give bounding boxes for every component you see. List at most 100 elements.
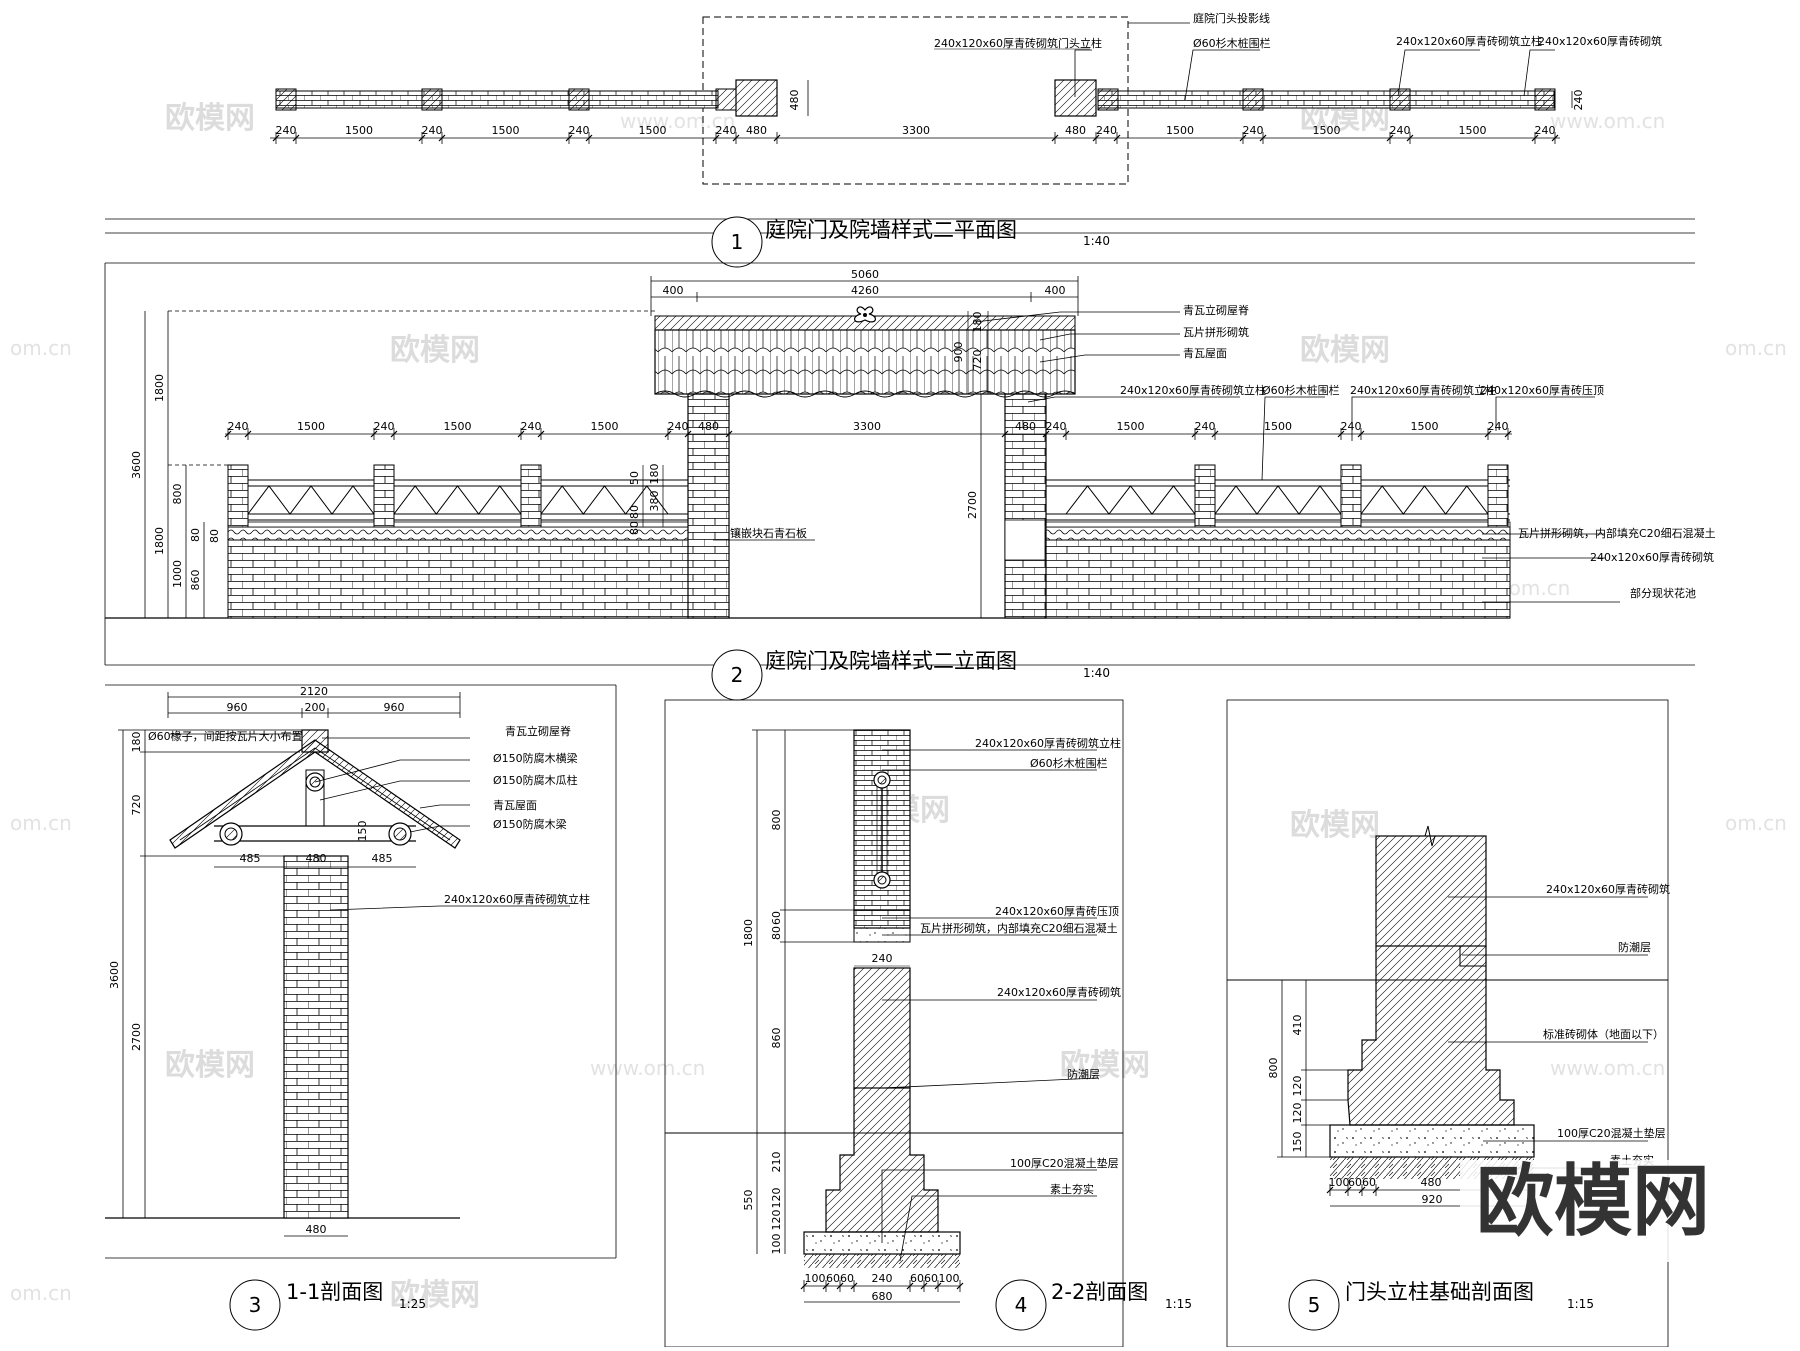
elev-roof — [654, 329, 1076, 395]
sec22-label-concrete-pad: 100厚C20混凝土垫层 — [1010, 1156, 1119, 1170]
sec22-label-brick: 240x120x60厚青砖砌筑 — [997, 985, 1121, 999]
sec22-dim-5: 60 — [924, 1272, 938, 1285]
sec11-dim-150: 150 — [356, 821, 369, 842]
sec5-label-concrete-pad: 100厚C20混凝土垫层 — [1557, 1126, 1666, 1140]
sec11-dim-3600: 3600 — [108, 961, 121, 989]
sec22-label-tile-concrete: 瓦片拼形砌筑，内部填充C20细石混凝土 — [920, 921, 1118, 935]
plan-dim-0: 240 — [276, 124, 297, 137]
plan-label-brick: 240x120x60厚青砖砌筑 — [1538, 34, 1662, 48]
sec5-dim-120b: 120 — [1291, 1103, 1304, 1124]
elev-dim-1000: 1000 — [171, 560, 184, 588]
watermark-6: 欧模网 — [390, 1278, 480, 1313]
elev-label-brick: 240x120x60厚青砖砌筑 — [1590, 550, 1714, 564]
elev-dim-roof-720: 720 — [971, 350, 984, 371]
section-1-1: 2120 960 200 960 485 480 485 480 180 720… — [105, 684, 617, 1331]
sec22-label-soil: 素土夯实 — [1050, 1182, 1094, 1196]
sec22-dim-total: 680 — [872, 1290, 893, 1303]
sec5-view-number: 5 — [1308, 1293, 1321, 1317]
sec11-column — [283, 855, 349, 1219]
sec11-dim-bottom: 480 — [306, 1223, 327, 1236]
plan-label-fence: Ø60杉木桩围栏 — [1193, 36, 1271, 50]
sec22-dim-4: 60 — [910, 1272, 924, 1285]
watermark-3: 欧模网 — [165, 1048, 255, 1083]
elev-dim-15: 1500 — [1411, 420, 1439, 433]
elev-right-base-wall — [1044, 539, 1511, 619]
elev-dim-small-380: 380 — [648, 491, 661, 512]
sec22-dim-2: 60 — [840, 1272, 854, 1285]
watermark-site-0: om.cn — [10, 336, 72, 360]
sec11-label-ridge: 青瓦立砌屋脊 — [505, 724, 571, 738]
elev-dim-12: 240 — [1195, 420, 1216, 433]
ridge-ornament-icon — [854, 306, 876, 323]
elev-posts — [227, 464, 1509, 528]
elev-label-planter: 部分现状花池 — [1630, 586, 1696, 600]
sec22-title: 2-2剖面图 — [1051, 1280, 1148, 1304]
sec22-dim-80: 80 — [770, 926, 783, 940]
elev-scale: 1:40 — [1083, 666, 1110, 680]
watermark-site-1: om.cn — [1725, 336, 1787, 360]
plan-dim-16: 240 — [1535, 124, 1556, 137]
sec11-label-king-post: Ø150防腐木瓜柱 — [493, 773, 578, 787]
sec11-title: 1-1剖面图 — [286, 1280, 383, 1304]
elev-dim-10: 240 — [1046, 420, 1067, 433]
elev-label-roof: 青瓦屋面 — [1183, 347, 1227, 360]
sec11-dim-720: 720 — [130, 795, 143, 816]
sec11-label-roof: 青瓦屋面 — [493, 799, 537, 812]
sec11-dim-480: 480 — [306, 852, 327, 865]
sec11-label-purlin: Ø150防腐木横梁 — [493, 751, 578, 765]
elev-dim-13: 1500 — [1264, 420, 1292, 433]
sec5-scale: 1:15 — [1567, 1297, 1594, 1311]
fence-lattice — [393, 485, 522, 515]
elev-dim-0: 240 — [228, 420, 249, 433]
elev-dim-860: 860 — [189, 570, 202, 591]
sec22-dim-3: 240 — [872, 1272, 893, 1285]
elev-dim-small-180: 180 — [648, 464, 661, 485]
sec22-dim-210: 210 — [770, 1152, 783, 1173]
plan-dim-15: 1500 — [1459, 124, 1487, 137]
sec5-dim-800: 800 — [1267, 1058, 1280, 1079]
sec11-dim-200: 200 — [305, 701, 326, 714]
sec5-column — [1375, 835, 1487, 947]
plan-dim-6: 240 — [716, 124, 737, 137]
plan-right-wall — [1097, 90, 1555, 109]
sec11-dim-960a: 960 — [227, 701, 248, 714]
sec11-scale: 1:25 — [399, 1297, 426, 1311]
watermark-site-8: www.om.cn — [620, 109, 735, 133]
watermark-1: 欧模网 — [390, 333, 480, 368]
sec22-dim-100: 100 — [770, 1234, 783, 1255]
elev-label-coping: 240x120x60厚青砖压顶 — [1480, 383, 1604, 397]
elev-dim-80b: 80 — [189, 528, 202, 542]
sec22-scale: 1:15 — [1165, 1297, 1192, 1311]
plan-dim-10: 240 — [1096, 124, 1117, 137]
sec5-label-dpc: 防潮层 — [1618, 940, 1651, 954]
elev-dim-3600: 3600 — [130, 451, 143, 479]
elev-dim-1800-top: 1800 — [153, 374, 166, 402]
elev-dim-16: 240 — [1488, 420, 1509, 433]
sec22-view-number: 4 — [1015, 1293, 1028, 1317]
fence-lattice — [1065, 485, 1196, 515]
plan-dim-2: 240 — [422, 124, 443, 137]
plan-dim-4: 240 — [569, 124, 590, 137]
sec5-dim-120a: 120 — [1291, 1076, 1304, 1097]
elev-dim-7: 480 — [698, 420, 719, 433]
elev-dim-roof-right: 400 — [1045, 284, 1066, 297]
elev-dim-14: 240 — [1341, 420, 1362, 433]
sec5-dim-2: 60 — [1362, 1176, 1376, 1189]
sec22-dim-60: 60 — [770, 911, 783, 925]
fence-lattice — [1214, 485, 1342, 515]
elev-dim-small-50: 50 — [628, 471, 641, 485]
watermark-site-5: www.om.cn — [1550, 109, 1665, 133]
sec11-dim-2120: 2120 — [300, 685, 328, 698]
elev-dim-2: 240 — [374, 420, 395, 433]
sec11-label-column: 240x120x60厚青砖砌筑立柱 — [444, 892, 590, 906]
sec5-title: 门头立柱基础剖面图 — [1345, 1280, 1534, 1304]
sec11-ridge — [301, 729, 329, 753]
plan-posts — [275, 88, 1556, 111]
elev-dim-6: 240 — [668, 420, 689, 433]
elev-dim-small-80a: 80 — [628, 505, 641, 519]
sec22-label-fence: Ø60杉木桩围栏 — [1030, 756, 1108, 770]
elev-dim-roof-mid: 4260 — [851, 284, 879, 297]
plan-dim-9: 480 — [1065, 124, 1086, 137]
